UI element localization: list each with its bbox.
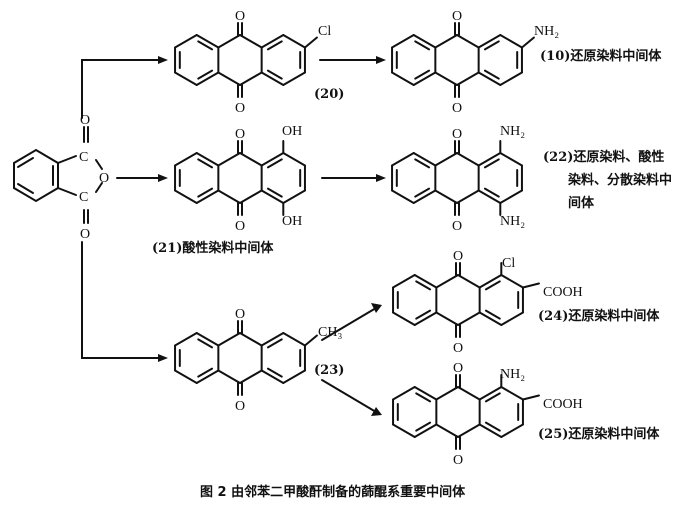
molecule-23-2-methylanthraquinone: OO (174, 307, 318, 414)
compound-label-21: (21)酸性染料中间体 (152, 240, 274, 256)
atom-oxygen: O (453, 361, 463, 376)
atom-oxygen: O (99, 171, 109, 186)
atom-oxygen: O (453, 341, 463, 356)
substituent-methyl: CH₃ (318, 325, 342, 340)
molecule-21-1-4-dihydroxyanthraquinone: OO (174, 127, 306, 234)
substituent-chloro: Cl (502, 256, 515, 271)
compound-label-24: (24)还原染料中间体 (538, 308, 660, 324)
substituent-amino: NH₂ (500, 367, 525, 382)
molecule-10-2-aminoanthraquinone: OO (391, 9, 535, 116)
compound-label-20: (20) (314, 87, 344, 102)
atom-oxygen: O (453, 453, 463, 468)
atom-oxygen: O (235, 9, 245, 24)
substituent-carboxyl: COOH (543, 397, 583, 412)
compound-label-25: (25)还原染料中间体 (538, 426, 660, 442)
molecule-22-1-4-diaminoanthraquinone: OO (391, 127, 523, 234)
compound-label-22-line1: (22)还原染料、酸性 (543, 149, 664, 165)
atom-carbon: C (79, 150, 88, 165)
atom-oxygen: O (452, 219, 462, 234)
atom-oxygen: O (452, 101, 462, 116)
compound-label-23: (23) (314, 363, 344, 378)
molecule-20-2-chloroanthraquinone: OO (174, 9, 318, 116)
atom-oxygen: O (235, 101, 245, 116)
atom-oxygen: O (235, 219, 245, 234)
atom-oxygen: O (452, 127, 462, 142)
substituent-amino: NH₂ (500, 124, 525, 139)
substituent-amino: NH₂ (500, 214, 525, 229)
atom-oxygen: O (235, 399, 245, 414)
molecule-24-chloro-carboxy-anthraquinone: OO (392, 249, 540, 356)
compound-label-22-line2: 染料、分散染料中 (567, 172, 672, 188)
atom-oxygen: O (453, 249, 463, 264)
figure-caption: 图 2 由邻苯二甲酸酐制备的蒒醌系重要中间体 (200, 484, 466, 500)
atom-oxygen: O (80, 227, 90, 242)
substituent-hydroxyl: OH (282, 124, 302, 139)
substituent-chloro: Cl (318, 24, 331, 39)
compound-label-10: (10)还原染料中间体 (540, 48, 662, 64)
atom-oxygen: O (80, 113, 90, 128)
phthalic-anhydride: C C O O O (13, 113, 109, 242)
reaction-arrows (81, 56, 386, 416)
atom-oxygen: O (452, 9, 462, 24)
molecule-25-amino-carboxy-anthraquinone: OO (392, 361, 540, 468)
atom-oxygen: O (235, 307, 245, 322)
substituent-labels: Cl (20) NH₂ (10)还原染料中间体 OH OH (21)酸性染料中间… (152, 24, 672, 442)
atom-oxygen: O (235, 127, 245, 142)
compound-label-22-line3: 间体 (568, 195, 595, 211)
atom-carbon: C (79, 190, 88, 205)
substituent-hydroxyl: OH (282, 214, 302, 229)
substituent-amino: NH₂ (534, 24, 559, 39)
substituent-carboxyl: COOH (543, 285, 583, 300)
